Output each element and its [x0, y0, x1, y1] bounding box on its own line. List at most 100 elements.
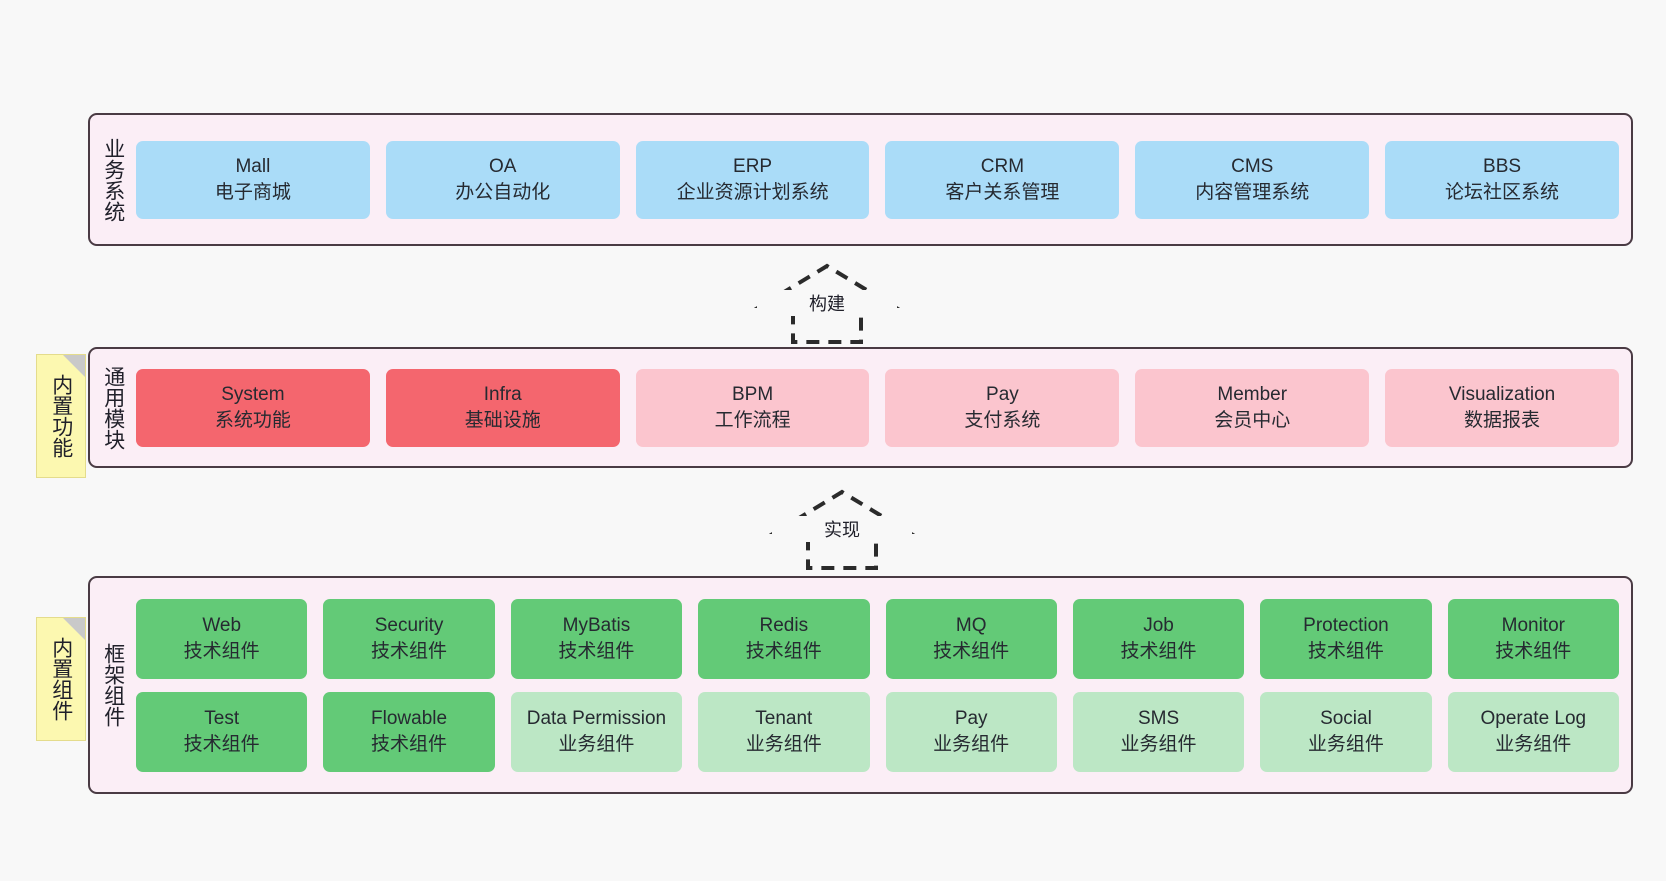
card-mq-desc: 技术组件 — [933, 640, 1010, 662]
layer-framework-components: 框架组件 Web 技术组件 Security 技术组件 MyBatis 技术组件… — [88, 576, 1633, 794]
framework-row-business: Test 技术组件 Flowable 技术组件 Data Permission … — [136, 691, 1619, 772]
card-crm-desc: 客户关系管理 — [945, 181, 1060, 203]
card-bpm[interactable]: BPM 工作流程 — [635, 368, 870, 447]
layer-framework-components-grid: Web 技术组件 Security 技术组件 MyBatis 技术组件 Redi… — [136, 578, 1631, 792]
card-infra-desc: 基础设施 — [464, 409, 541, 431]
card-tenant-desc: 业务组件 — [745, 733, 822, 755]
card-redis[interactable]: Redis 技术组件 — [698, 598, 870, 679]
card-monitor[interactable]: Monitor 技术组件 — [1447, 598, 1619, 679]
note-builtin-component-text: 内置组件 — [49, 637, 73, 721]
card-test-desc: 技术组件 — [183, 733, 260, 755]
card-operate-log-desc: 业务组件 — [1495, 733, 1572, 755]
card-redis-name: Redis — [759, 615, 809, 637]
card-monitor-desc: 技术组件 — [1495, 640, 1572, 662]
card-tenant-name: Tenant — [755, 708, 813, 730]
card-test[interactable]: Test 技术组件 — [136, 691, 308, 772]
card-mybatis-desc: 技术组件 — [558, 640, 635, 662]
layer-common-modules: 通用模块 System 系统功能 Infra 基础设施 BPM 工作流程 Pay… — [88, 347, 1633, 468]
card-pay-module-name: Pay — [986, 384, 1019, 406]
note-builtin-function: 内置功能 — [36, 354, 86, 478]
card-sms[interactable]: SMS 业务组件 — [1072, 691, 1245, 772]
card-protection[interactable]: Protection 技术组件 — [1260, 598, 1432, 679]
card-flowable-name: Flowable — [371, 708, 448, 730]
card-protection-desc: 技术组件 — [1307, 640, 1384, 662]
card-pay-module[interactable]: Pay 支付系统 — [885, 368, 1120, 447]
card-mall-desc: 电子商城 — [214, 181, 291, 203]
card-crm[interactable]: CRM 客户关系管理 — [885, 140, 1120, 219]
card-erp-desc: 企业资源计划系统 — [676, 181, 829, 203]
card-bbs-name: BBS — [1483, 156, 1522, 178]
card-bbs-desc: 论坛社区系统 — [1445, 181, 1560, 203]
note-fold-corner-icon — [63, 355, 85, 377]
connector-build: 构建 — [753, 262, 901, 344]
card-bpm-name: BPM — [731, 384, 774, 406]
card-tenant[interactable]: Tenant 业务组件 — [698, 691, 870, 772]
layer-business-system-cards: Mall 电子商城 OA 办公自动化 ERP 企业资源计划系统 CRM 客户关系… — [136, 115, 1631, 244]
layer-business-system: 业务系统 Mall 电子商城 OA 办公自动化 ERP 企业资源计划系统 CRM… — [88, 113, 1633, 246]
card-pay-module-desc: 支付系统 — [964, 409, 1041, 431]
card-pay-component-desc: 业务组件 — [933, 733, 1010, 755]
framework-row-technical: Web 技术组件 Security 技术组件 MyBatis 技术组件 Redi… — [136, 598, 1619, 679]
card-social[interactable]: Social 业务组件 — [1260, 691, 1432, 772]
card-flowable-desc: 技术组件 — [371, 733, 448, 755]
card-member-name: Member — [1217, 384, 1288, 406]
card-erp-name: ERP — [733, 156, 773, 178]
card-social-name: Social — [1320, 708, 1372, 730]
card-mybatis-name: MyBatis — [562, 615, 631, 637]
card-oa[interactable]: OA 办公自动化 — [385, 140, 620, 219]
card-mq[interactable]: MQ 技术组件 — [885, 598, 1057, 679]
card-mybatis[interactable]: MyBatis 技术组件 — [510, 598, 683, 679]
card-visualization-name: Visualization — [1448, 384, 1556, 406]
card-infra-name: Infra — [483, 384, 522, 406]
card-crm-name: CRM — [980, 156, 1025, 178]
card-sms-name: SMS — [1137, 708, 1180, 730]
connector-build-label: 构建 — [757, 290, 897, 316]
card-oa-name: OA — [489, 156, 517, 178]
card-erp[interactable]: ERP 企业资源计划系统 — [635, 140, 870, 219]
card-system-name: System — [221, 384, 285, 406]
connector-implement-label: 实现 — [772, 516, 912, 542]
card-bpm-desc: 工作流程 — [714, 409, 791, 431]
card-visualization-desc: 数据报表 — [1464, 409, 1541, 431]
card-social-desc: 业务组件 — [1307, 733, 1384, 755]
card-cms[interactable]: CMS 内容管理系统 — [1135, 140, 1370, 219]
connector-implement: 实现 — [768, 488, 916, 570]
card-infra[interactable]: Infra 基础设施 — [385, 368, 620, 447]
card-member-desc: 会员中心 — [1214, 409, 1291, 431]
note-builtin-function-text: 内置功能 — [49, 374, 73, 458]
card-mall-name: Mall — [235, 156, 271, 178]
layer-common-modules-cards: System 系统功能 Infra 基础设施 BPM 工作流程 Pay 支付系统… — [136, 349, 1631, 466]
card-member[interactable]: Member 会员中心 — [1135, 368, 1370, 447]
card-bbs[interactable]: BBS 论坛社区系统 — [1385, 140, 1619, 219]
card-job-name: Job — [1143, 615, 1174, 637]
card-web[interactable]: Web 技术组件 — [136, 598, 308, 679]
note-builtin-component: 内置组件 — [36, 617, 86, 741]
card-visualization[interactable]: Visualization 数据报表 — [1385, 368, 1619, 447]
card-monitor-name: Monitor — [1501, 615, 1565, 637]
card-security[interactable]: Security 技术组件 — [323, 598, 495, 679]
card-protection-name: Protection — [1303, 615, 1389, 637]
card-data-permission-name: Data Permission — [526, 708, 667, 730]
card-mall[interactable]: Mall 电子商城 — [136, 140, 370, 219]
card-mq-name: MQ — [955, 615, 987, 637]
layer-framework-components-title: 框架组件 — [101, 643, 125, 727]
layer-business-system-title: 业务系统 — [101, 137, 125, 222]
card-test-name: Test — [204, 708, 240, 730]
card-system-desc: 系统功能 — [214, 409, 291, 431]
card-oa-desc: 办公自动化 — [455, 181, 551, 203]
card-operate-log[interactable]: Operate Log 业务组件 — [1447, 691, 1619, 772]
card-security-desc: 技术组件 — [371, 640, 448, 662]
card-operate-log-name: Operate Log — [1480, 708, 1587, 730]
card-pay-component[interactable]: Pay 业务组件 — [885, 691, 1057, 772]
card-system[interactable]: System 系统功能 — [136, 368, 370, 447]
card-job-desc: 技术组件 — [1120, 640, 1197, 662]
layer-common-modules-title: 通用模块 — [101, 365, 125, 450]
card-sms-desc: 业务组件 — [1120, 733, 1197, 755]
card-job[interactable]: Job 技术组件 — [1072, 598, 1245, 679]
card-web-name: Web — [202, 615, 242, 637]
card-security-name: Security — [374, 615, 444, 637]
card-flowable[interactable]: Flowable 技术组件 — [323, 691, 495, 772]
card-data-permission[interactable]: Data Permission 业务组件 — [510, 691, 683, 772]
card-web-desc: 技术组件 — [183, 640, 260, 662]
